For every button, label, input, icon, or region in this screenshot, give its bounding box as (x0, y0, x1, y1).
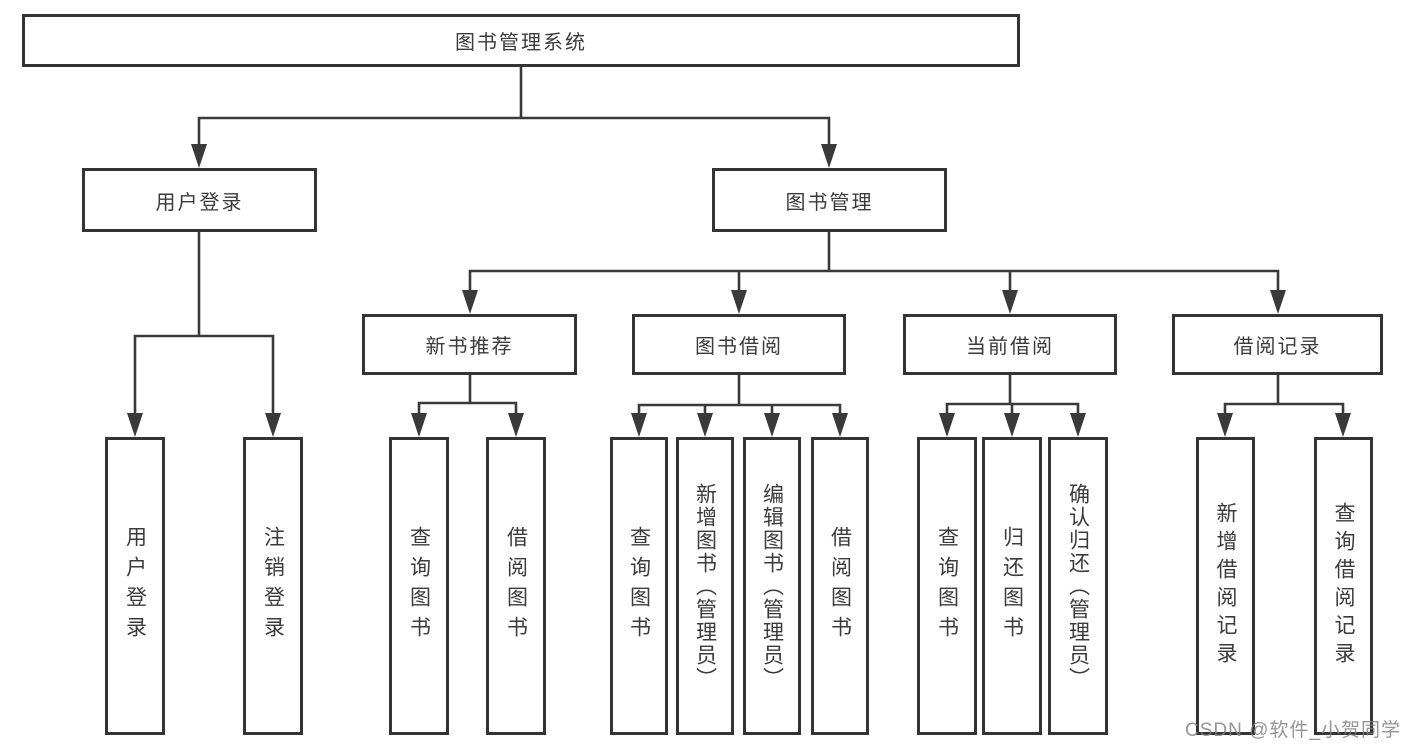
leaf-label: 编辑图书（管理员） (760, 482, 784, 690)
leaf-edit-books-admin: 编辑图书（管理员） (743, 437, 801, 735)
leaf-label: 确认归还（管理员） (1066, 482, 1090, 690)
leaf-label: 借阅图书 (504, 526, 528, 646)
node-borrow-records: 借阅记录 (1172, 314, 1383, 375)
leaf-label: 新增图书（管理员） (693, 482, 717, 690)
node-label: 用户登录 (155, 191, 244, 214)
node-system-root: 图书管理系统 (22, 14, 1020, 67)
node-user-login: 用户登录 (82, 168, 317, 232)
leaf-user-login: 用户登录 (105, 437, 165, 735)
node-new-book-recommend: 新书推荐 (362, 314, 577, 375)
leaf-query-books-borrow: 查询图书 (610, 437, 668, 735)
leaf-borrow-books: 借阅图书 (811, 437, 869, 735)
leaf-label: 新增借阅记录 (1214, 502, 1237, 670)
leaf-query-books-current: 查询图书 (917, 437, 977, 735)
leaf-logout: 注销登录 (243, 437, 303, 735)
node-book-borrowing: 图书借阅 (632, 314, 846, 375)
leaf-label: 查询借阅记录 (1332, 502, 1355, 670)
leaf-add-borrow-record: 新增借阅记录 (1196, 437, 1255, 735)
leaf-label: 注销登录 (261, 526, 285, 646)
node-label: 借阅记录 (1233, 336, 1322, 358)
leaf-confirm-return-admin: 确认归还（管理员） (1048, 437, 1108, 735)
node-label: 图书管理 (785, 191, 874, 214)
leaf-label: 查询图书 (407, 526, 431, 646)
leaf-label: 借阅图书 (828, 526, 852, 646)
leaf-label: 归还图书 (1000, 526, 1024, 646)
node-label: 当前借阅 (966, 336, 1054, 358)
node-current-borrowing: 当前借阅 (903, 314, 1117, 375)
leaf-return-books: 归还图书 (982, 437, 1042, 735)
leaf-label: 查询图书 (935, 526, 959, 646)
node-book-management: 图书管理 (712, 168, 947, 232)
leaf-query-borrow-record: 查询借阅记录 (1314, 437, 1373, 735)
leaf-label: 用户登录 (123, 526, 147, 646)
leaf-borrow-books-recommend: 借阅图书 (486, 437, 546, 735)
leaf-query-books-recommend: 查询图书 (389, 437, 449, 735)
node-label: 新书推荐 (425, 336, 514, 358)
node-label: 图书管理系统 (455, 32, 587, 54)
leaf-label: 查询图书 (627, 526, 651, 646)
csdn-watermark: CSDN @软件_小贺同学 (1185, 720, 1401, 741)
leaf-add-books-admin: 新增图书（管理员） (676, 437, 734, 735)
node-label: 图书借阅 (695, 336, 783, 358)
